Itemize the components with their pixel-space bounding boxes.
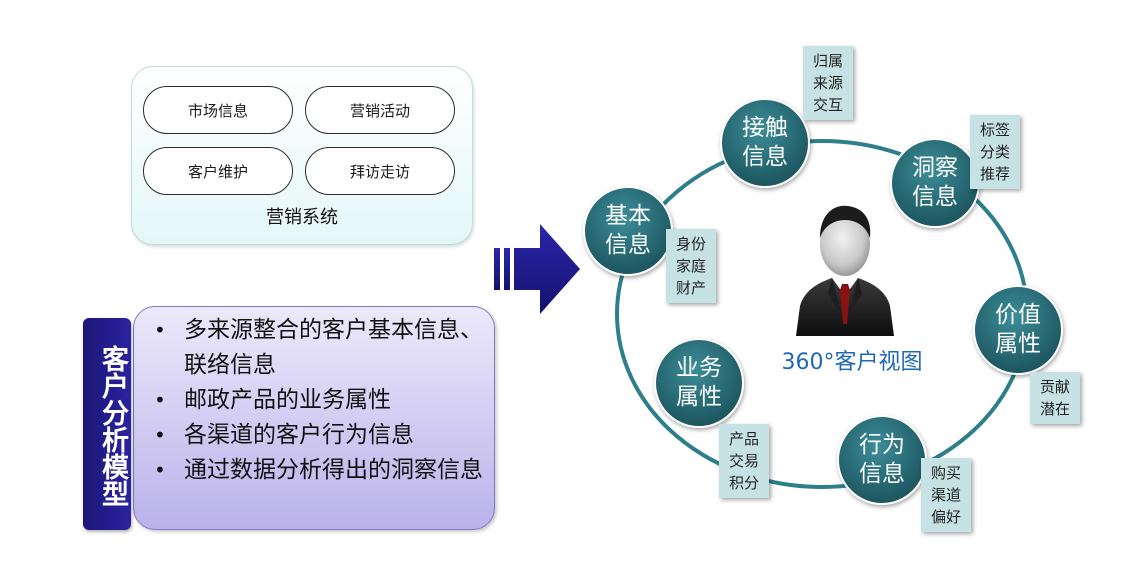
node-basic-info: 基本 信息 — [583, 186, 673, 276]
note-value-attribute: 贡献 潜在 — [1030, 372, 1080, 424]
customer-view-title: 360°客户视图 — [781, 350, 923, 375]
note-insight-info: 标签 分类 推荐 — [970, 115, 1020, 189]
pill-customer-maintenance: 客户维护 — [143, 147, 293, 195]
analysis-model-panel: 多来源整合的客户基本信息、联络信息 邮政产品的业务属性 各渠道的客户行为信息 通… — [133, 306, 495, 530]
node-value-attribute: 价值 属性 — [973, 285, 1063, 375]
pill-market-info: 市场信息 — [143, 86, 293, 134]
model-point: 通过数据分析得出的洞察信息 — [152, 453, 486, 488]
flow-arrow-icon — [494, 224, 580, 314]
note-business-attribute: 产品 交易 积分 — [719, 424, 769, 498]
analysis-model-list: 多来源整合的客户基本信息、联络信息 邮政产品的业务属性 各渠道的客户行为信息 通… — [152, 313, 486, 488]
note-contact-info: 归属 来源 交互 — [803, 46, 853, 120]
node-behavior-info: 行为 信息 — [837, 415, 927, 505]
pill-marketing-activity: 营销活动 — [305, 86, 455, 134]
marketing-system-title: 营销系统 — [266, 207, 338, 228]
marketing-system-panel: 市场信息 营销活动 客户维护 拜访走访 营销系统 — [131, 66, 473, 245]
node-contact-info: 接触 信息 — [720, 98, 810, 188]
note-basic-info: 身份 家庭 财产 — [666, 229, 716, 303]
node-insight-info: 洞察 信息 — [890, 138, 980, 228]
node-business-attribute: 业务 属性 — [654, 338, 744, 428]
model-point: 多来源整合的客户基本信息、联络信息 — [152, 313, 486, 383]
model-point: 邮政产品的业务属性 — [152, 383, 486, 418]
analysis-model-label: 客户分析模型 — [83, 318, 131, 530]
pill-visit: 拜访走访 — [305, 147, 455, 195]
customer-avatar-icon — [796, 205, 894, 336]
analysis-model-label-text: 客户分析模型 — [97, 344, 128, 507]
note-behavior-info: 购买 渠道 偏好 — [921, 458, 971, 532]
model-point: 各渠道的客户行为信息 — [152, 418, 486, 453]
